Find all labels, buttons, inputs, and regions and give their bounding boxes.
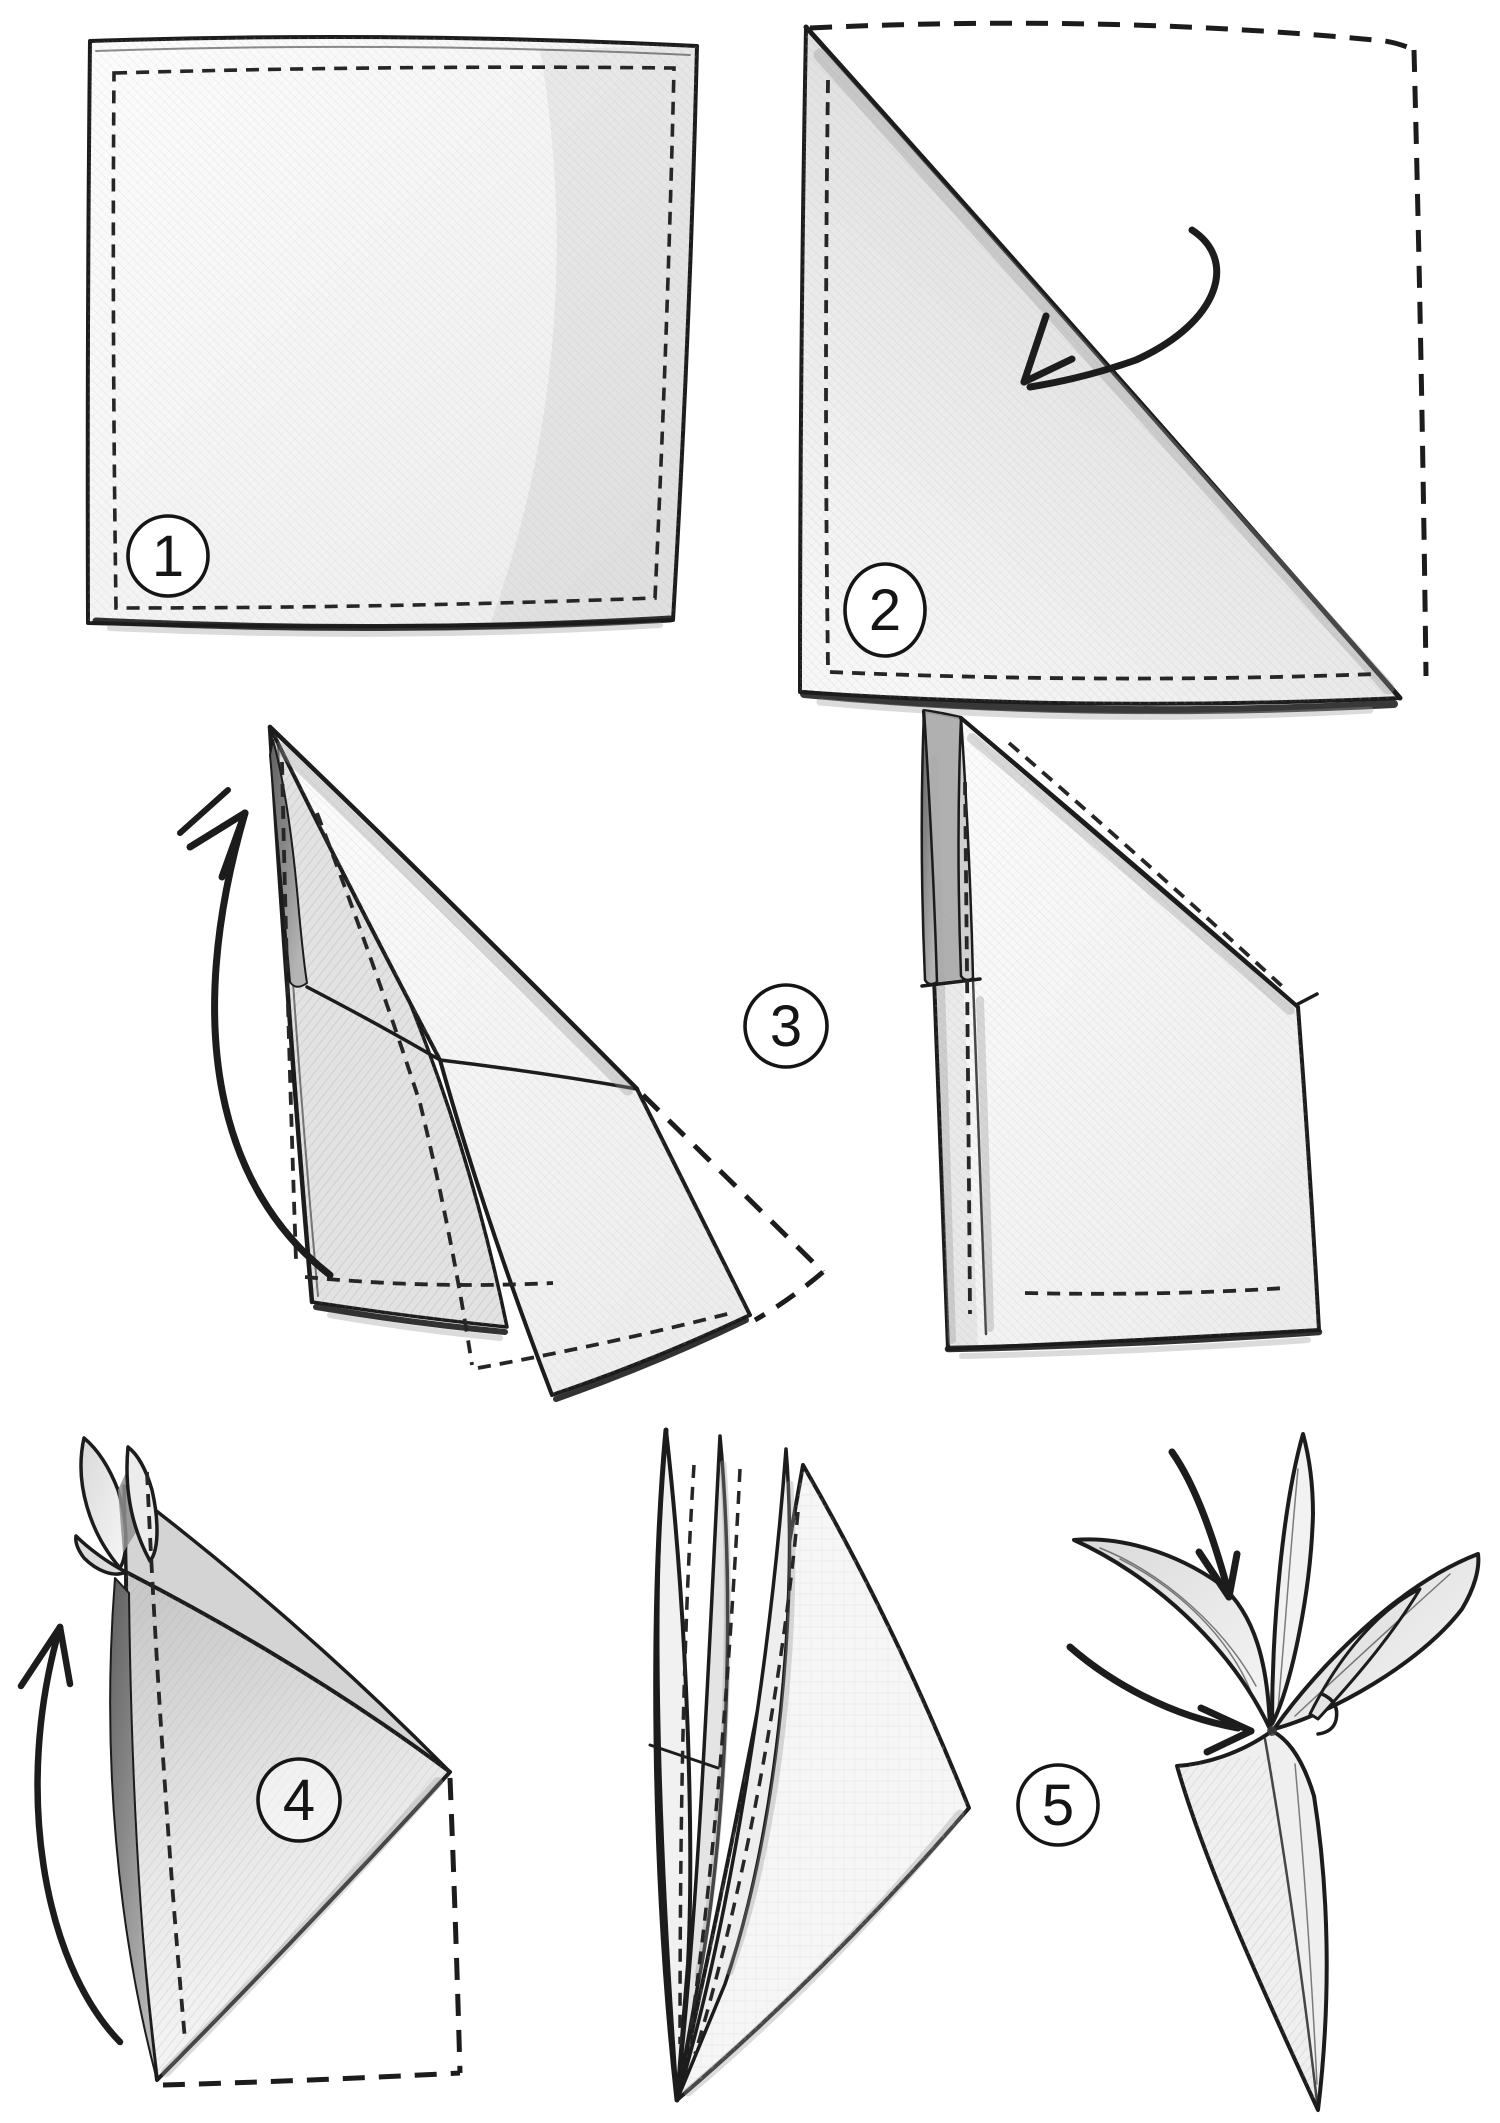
flip-up-arrow-icon xyxy=(17,1623,124,2046)
stitch-line-left xyxy=(280,761,298,1261)
lift-corner-arrow-icon xyxy=(177,787,334,1279)
fold-line-dashed xyxy=(678,1464,696,2045)
step-2-illustration: 2 xyxy=(798,20,1429,720)
stitch-line-flap xyxy=(477,1310,736,1370)
ghost-corner-dashed xyxy=(447,1777,463,2074)
napkin-pleated-fan xyxy=(648,1427,971,2103)
napkin-flat-square xyxy=(85,35,699,637)
napkin-corner-fold-up xyxy=(267,724,825,1402)
step-2-number: 2 xyxy=(869,578,901,643)
step-5-number: 5 xyxy=(1042,1773,1074,1838)
step-3-illustration-a: 3 xyxy=(177,724,829,1402)
step-2-badge: 2 xyxy=(843,562,927,658)
step-4-illustration: 4 xyxy=(17,1436,463,2088)
stitch-line-vertical xyxy=(963,781,972,1315)
step-1-badge: 1 xyxy=(126,514,210,598)
step-4-number: 4 xyxy=(283,1768,315,1833)
fold-down-arrow-icon xyxy=(1020,226,1221,391)
step-1-number: 1 xyxy=(152,524,184,589)
step-5-illustration: 5 xyxy=(1016,1432,1481,2112)
stitch-line-slant xyxy=(1007,741,1286,990)
step-1-illustration: 1 xyxy=(85,35,699,637)
step-4-badge: 4 xyxy=(256,1757,342,1843)
stitch-border-dashed xyxy=(111,65,676,610)
fold-line-dashed xyxy=(693,1511,800,2055)
step-3-number: 3 xyxy=(770,994,802,1059)
step-3-illustration-b xyxy=(920,709,1323,1359)
unfolded-ghost-outline xyxy=(809,20,1429,677)
step-4-illustration-fan xyxy=(648,1427,971,2103)
step-5-badge: 5 xyxy=(1016,1763,1100,1847)
stitch-line-bottom xyxy=(1024,1286,1286,1296)
stitch-line xyxy=(145,1471,187,2041)
napkin-lily-flower xyxy=(1072,1432,1481,2112)
press-down-arrow-icon xyxy=(1168,1448,1241,1601)
tuck-in-arrow-icon xyxy=(1066,1643,1255,1756)
stitch-line-bottom xyxy=(304,1275,554,1287)
ghost-corner-dashed xyxy=(641,1093,825,1274)
napkin-pleated-triangle xyxy=(74,1436,463,2088)
napkin-folded-tall xyxy=(920,709,1323,1359)
stitch-line-bottom xyxy=(829,670,1377,681)
step-3-badge: 3 xyxy=(743,983,829,1069)
stitch-line-vertical xyxy=(824,79,830,669)
napkin-folded-triangle xyxy=(798,24,1403,720)
stitch-line-long xyxy=(315,812,474,1366)
